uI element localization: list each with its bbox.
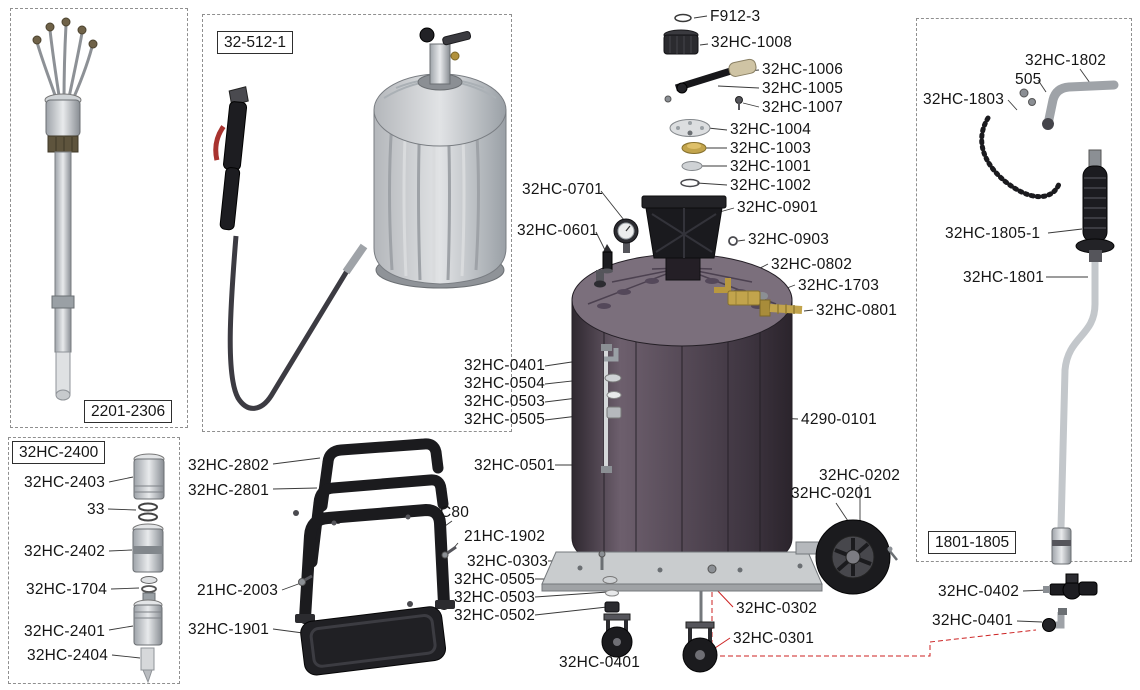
part-label-32hc-0402: 32HC-0402 — [938, 583, 1020, 600]
part-label-32hc-1703: 32HC-1703 — [798, 277, 880, 294]
part-label-f912-3: F912-3 — [710, 8, 761, 25]
part-label-32hc-2801: 32HC-2801 — [188, 482, 270, 499]
part-label-32hc-0505-bottom: 32HC-0505 — [454, 571, 536, 588]
part-label-32hc-1801: 32HC-1801 — [963, 269, 1045, 286]
box-label-hose-kit: 1801-1805 — [928, 531, 1017, 554]
part-label-32hc-1004: 32HC-1004 — [730, 121, 812, 138]
red-leader-lines — [711, 587, 734, 651]
main-assembly-illustration — [293, 13, 898, 676]
part-label-21hc-1902: 21HC-1902 — [464, 528, 546, 545]
part-label-32hc-0505-side: 32HC-0505 — [464, 411, 546, 428]
part-label-32hc-2404: 32HC-2404 — [27, 647, 109, 664]
part-label-32hc-1802: 32HC-1802 — [1025, 52, 1107, 69]
lance-assembly-illustration — [32, 17, 98, 401]
part-label-33: 33 — [87, 501, 105, 518]
hose-kit-illustration — [979, 80, 1119, 565]
part-label-32hc-0501: 32HC-0501 — [474, 457, 556, 474]
part-label-32hc-1003: 32HC-1003 — [730, 140, 812, 157]
part-label-32hc-2802: 32HC-2802 — [188, 457, 270, 474]
part-label-32hc-2402: 32HC-2402 — [24, 543, 106, 560]
part-label-32hc-0301: 32HC-0301 — [733, 630, 815, 647]
part-label-32hc-0701: 32HC-0701 — [522, 181, 604, 198]
box-label-lance: 2201-2306 — [84, 400, 173, 423]
part-label-32hc-1005: 32HC-1005 — [762, 80, 844, 97]
part-label-32hc-0401-caster: 32HC-0401 — [559, 654, 641, 671]
part-label-32hc-1006: 32HC-1006 — [762, 61, 844, 78]
part-label-32hc-1008: 32HC-1008 — [711, 34, 793, 51]
part-label-32hc-1002: 32HC-1002 — [730, 177, 812, 194]
detail-link-dashed-line — [711, 576, 1037, 657]
part-label-505: 505 — [1015, 71, 1042, 88]
coupler-parts-illustration — [132, 453, 165, 684]
part-label-32hc-0302: 32HC-0302 — [736, 600, 818, 617]
part-label-32hc-2401: 32HC-2401 — [24, 623, 106, 640]
part-label-32hc-1704: 32HC-1704 — [26, 581, 108, 598]
spray-gun-kit-illustration — [213, 27, 507, 411]
part-label-32hc-2403: 32HC-2403 — [24, 474, 106, 491]
part-label-c80: C80 — [440, 504, 470, 521]
part-label-32hc-0502: 32HC-0502 — [454, 607, 536, 624]
part-label-4290-0101: 4290-0101 — [801, 411, 877, 428]
hose-kit-group-box — [916, 18, 1132, 562]
part-label-32hc-0903: 32HC-0903 — [748, 231, 830, 248]
part-label-32hc-0503-side: 32HC-0503 — [464, 393, 546, 410]
part-label-21hc-2003: 21HC-2003 — [197, 582, 279, 599]
part-label-32hc-1805-1: 32HC-1805-1 — [945, 225, 1041, 242]
box-label-couplers: 32HC-2400 — [12, 441, 106, 464]
part-label-32hc-0901: 32HC-0901 — [737, 199, 819, 216]
lance-group-box — [10, 8, 188, 428]
part-label-32hc-0601: 32HC-0601 — [517, 222, 599, 239]
part-label-32hc-0503-bottom: 32HC-0503 — [454, 589, 536, 606]
part-label-32hc-0504: 32HC-0504 — [464, 375, 546, 392]
part-label-32hc-0401-side: 32HC-0401 — [464, 357, 546, 374]
gun-kit-group-box — [202, 14, 512, 432]
part-label-32hc-0401-detail: 32HC-0401 — [932, 612, 1014, 629]
part-label-32hc-0802: 32HC-0802 — [771, 256, 853, 273]
part-label-32hc-0303: 32HC-0303 — [467, 553, 549, 570]
part-label-32hc-1001: 32HC-1001 — [730, 158, 812, 175]
part-label-32hc-0202: 32HC-0202 — [819, 467, 901, 484]
caster-detail-illustration — [1042, 573, 1098, 632]
box-label-gun-kit: 32-512-1 — [217, 31, 294, 54]
part-label-32hc-0801: 32HC-0801 — [816, 302, 898, 319]
part-label-32hc-1803: 32HC-1803 — [923, 91, 1005, 108]
coupler-group-box — [8, 437, 180, 684]
part-label-32hc-1901: 32HC-1901 — [188, 621, 270, 638]
part-label-32hc-1007: 32HC-1007 — [762, 99, 844, 116]
part-label-32hc-0201: 32HC-0201 — [791, 485, 873, 502]
